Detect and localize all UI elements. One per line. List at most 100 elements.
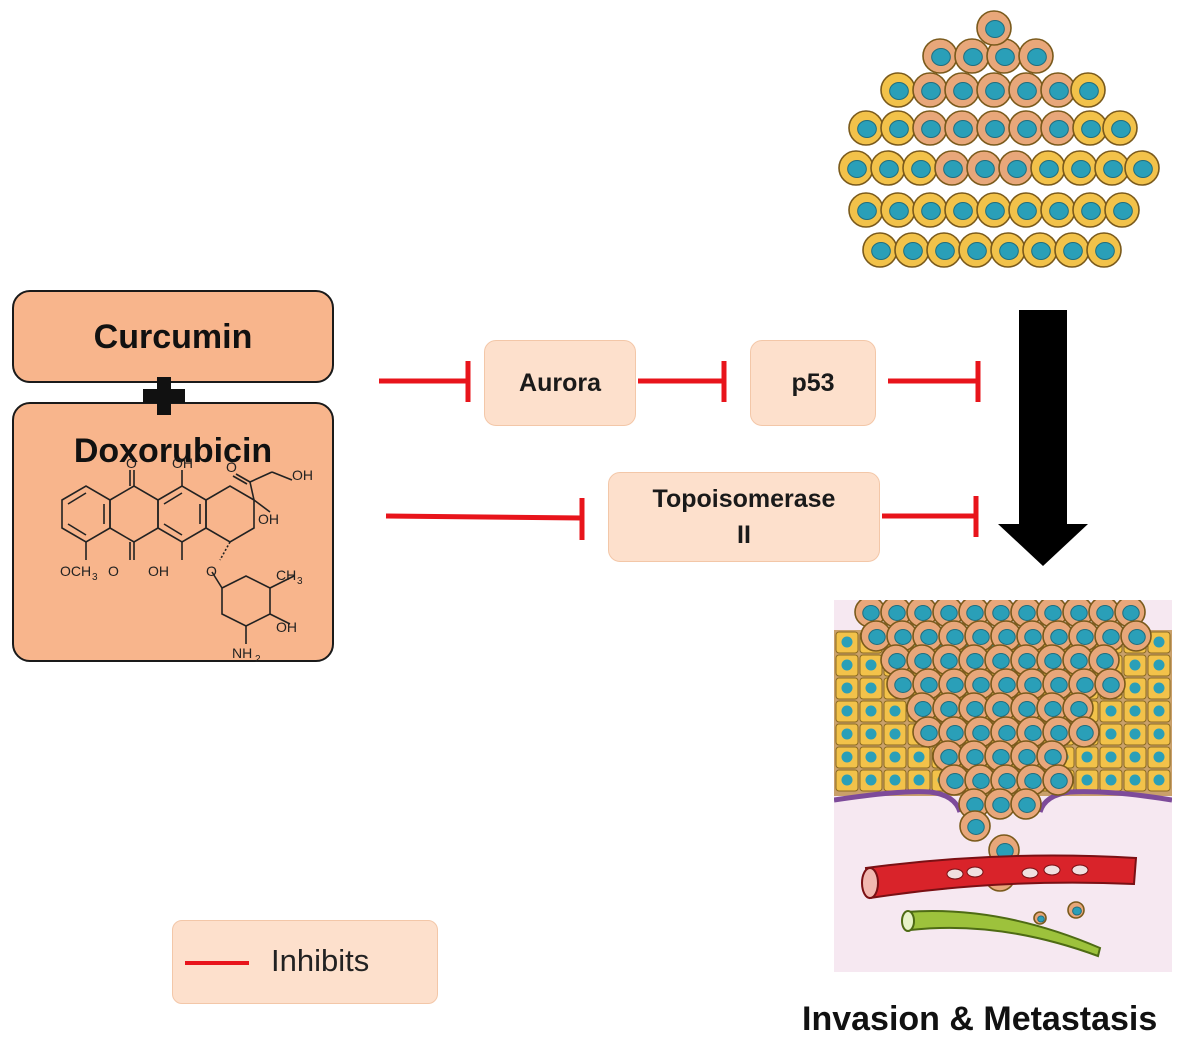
tumor-cell [1042,764,1074,796]
cell [1008,192,1044,228]
topoisomerase-label-line2: II [737,521,751,549]
epithelial-cell [979,631,1003,654]
tumor-cell [984,740,1016,772]
tumor-cell [988,834,1020,866]
epithelial-cell [835,677,859,700]
tumor-cell [1042,668,1074,700]
epithelial-cell [1099,700,1123,723]
epithelial-cell [955,700,979,723]
tumor-cell [938,764,970,796]
tumor-cell [1010,692,1042,724]
tumor-cell [1010,788,1042,820]
cell [1072,110,1108,146]
tumor-cell [906,692,938,724]
cell [870,150,906,186]
tumor-cell [1062,600,1094,628]
tumor-cell [1010,600,1042,628]
epithelial-cell [835,631,859,654]
epithelial-cell [1075,700,1099,723]
epithelial-cell [1051,723,1075,746]
epithelial-cell [1003,654,1027,677]
tumor-cell [1068,620,1100,652]
cell [990,232,1026,268]
epithelial-cell [907,769,931,792]
tumor-cell [912,620,944,652]
epithelial-cell [835,746,859,769]
tumor-cell [906,644,938,676]
blood-vessel [861,854,1138,900]
tumor-cell [990,620,1022,652]
tumor-cell [886,620,918,652]
tumor-cell [1088,600,1120,628]
cell [848,192,884,228]
legend-box: Inhibits [172,920,438,1004]
epithelial-cell [1147,677,1171,700]
epithelial-cell [883,631,907,654]
aurora-label: Aurora [519,368,601,397]
epithelial-cell [979,677,1003,700]
tumor-cell [976,110,1012,146]
tumor-cell [1036,644,1068,676]
tumor-cell [932,644,964,676]
epithelial-cell [979,723,1003,746]
epithelial-cell [1027,654,1051,677]
tumor-cell [1094,668,1126,700]
tumor-cell [1036,600,1068,628]
epithelial-cell [955,654,979,677]
epithelial-cell [1051,677,1075,700]
tumor-cell [1010,740,1042,772]
tumor-cell [958,644,990,676]
curcumin-box: Curcumin [12,290,334,383]
tumor-cell [986,38,1022,74]
epithelial-cell [859,677,883,700]
tumor-cell [1036,740,1068,772]
tumor-cell [984,644,1016,676]
epithelial-cell [979,769,1003,792]
tumor-cell [990,668,1022,700]
tumor-cell [984,788,1016,820]
epithelial-cell [1075,769,1099,792]
plus-icon [143,377,185,415]
cell [1040,192,1076,228]
epithelial-cell [955,677,979,700]
tumor-cell [990,716,1022,748]
cell [862,232,898,268]
tumor-cell [984,600,1016,628]
epithelial-cell [1123,769,1147,792]
epithelial-cell [859,769,883,792]
invasion-metastasis-caption: Invasion & Metastasis [802,1000,1158,1038]
epithelial-cell [883,654,907,677]
epithelial-cell [1075,631,1099,654]
legend-inhibit-swatch [185,961,249,965]
tumor-cell [932,600,964,628]
epithelial-cell [931,723,955,746]
tumor-cell [938,668,970,700]
cell [880,72,916,108]
tumor-cell [958,788,990,820]
tumor-cell [1018,38,1054,74]
cell [926,232,962,268]
tumor-cell [984,860,1016,892]
tumor-cell [932,692,964,724]
epithelial-cell [1123,677,1147,700]
epithelial-cell [1027,677,1051,700]
epithelial-cell [907,700,931,723]
epithelial-cell [1051,769,1075,792]
epithelial-cell [859,723,883,746]
tumor-cell [1114,600,1146,628]
curcumin-label: Curcumin [93,318,253,356]
cell [1054,232,1090,268]
tumor-cell [906,600,938,628]
epithelial-cell [1075,677,1099,700]
tumor-cell [886,668,918,700]
tumor-cell [1036,692,1068,724]
epithelial-cell [955,746,979,769]
cell [1030,150,1066,186]
epithelial-cell [1051,631,1075,654]
cell [1104,192,1140,228]
tumor-cell [1067,901,1085,919]
epithelial-cell [1123,654,1147,677]
epithelial-cell [979,746,1003,769]
epithelial-cell [1003,677,1027,700]
epithelial-cell [1123,746,1147,769]
